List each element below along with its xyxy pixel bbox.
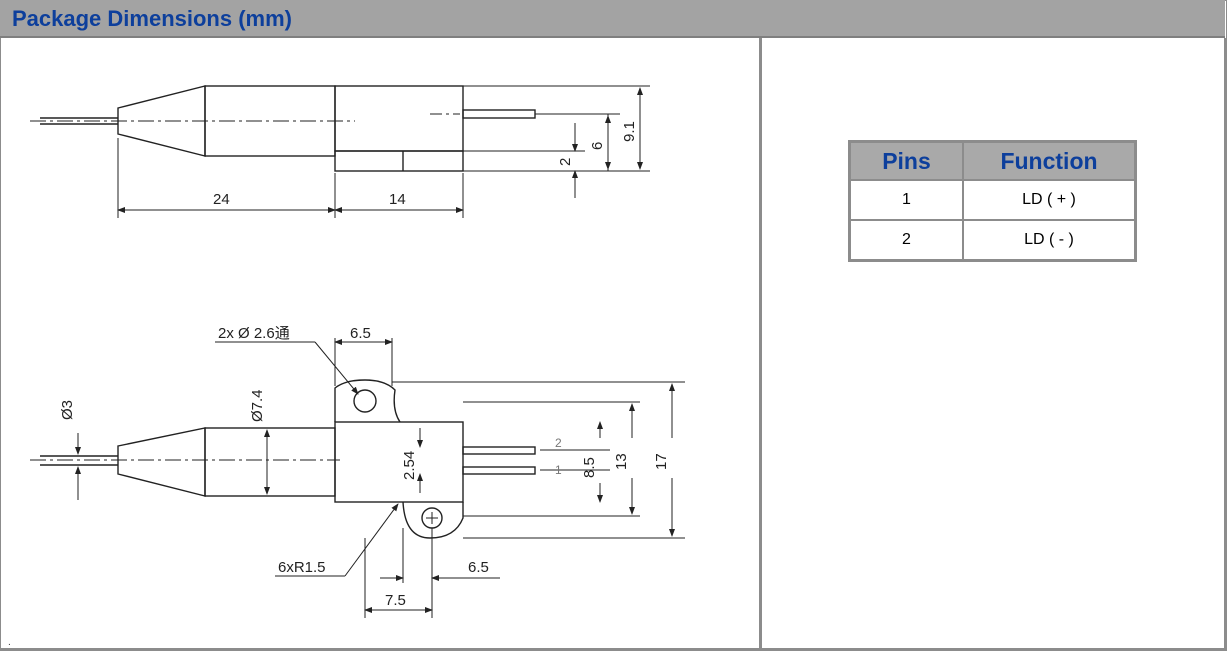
dim-17-label: 17 — [653, 453, 670, 470]
dim-6-label: 6 — [589, 142, 606, 150]
footer-mark: . — [8, 637, 11, 648]
section-title: Package Dimensions (mm) — [12, 6, 292, 31]
pin-number-cell: 2 — [848, 219, 964, 262]
dim-dia-3-label: Ø3 — [59, 400, 76, 420]
bottom-view — [30, 338, 685, 618]
dim-6-5-bottom-label: 6.5 — [468, 559, 489, 576]
panel-divider — [759, 38, 762, 649]
radius-note-label: 6xR1.5 — [278, 559, 326, 576]
dim-9-1-label: 9.1 — [621, 121, 638, 142]
pin-2-label: 2 — [555, 436, 562, 450]
right-border — [1224, 38, 1227, 649]
section-header: Package Dimensions (mm) — [0, 0, 1225, 38]
pin-function-cell: LD ( - ) — [962, 219, 1137, 262]
table-row: 2 LD ( - ) — [848, 219, 1137, 262]
pin-number-cell: 1 — [848, 179, 964, 221]
dim-8-5-label: 8.5 — [581, 457, 598, 478]
pin-1-label: 1 — [555, 463, 562, 477]
dim-6-5-top-label: 6.5 — [350, 325, 371, 342]
dim-14-label: 14 — [389, 191, 406, 208]
pins-table-header-row: Pins Function — [848, 140, 1137, 181]
table-row: 1 LD ( + ) — [848, 179, 1137, 221]
package-drawing: 24 14 2 6 9.1 2x Ø 2.6通 6.5 Ø3 Ø7.4 2.54… — [30, 85, 685, 618]
dim-7-5-label: 7.5 — [385, 592, 406, 609]
pins-table: Pins Function 1 LD ( + ) 2 LD ( - ) — [848, 140, 1137, 262]
hole-note-label: 2x Ø 2.6通 — [218, 325, 290, 342]
function-header: Function — [962, 140, 1137, 181]
bottom-border — [0, 648, 1227, 651]
dim-2-label: 2 — [557, 158, 574, 166]
dim-13-label: 13 — [613, 453, 630, 470]
pin-function-cell: LD ( + ) — [962, 179, 1137, 221]
dim-dia-7-4-label: Ø7.4 — [249, 389, 266, 422]
top-view — [30, 85, 650, 218]
pins-header: Pins — [848, 140, 964, 181]
dim-2-54-label: 2.54 — [401, 451, 418, 480]
dim-24-label: 24 — [213, 191, 230, 208]
